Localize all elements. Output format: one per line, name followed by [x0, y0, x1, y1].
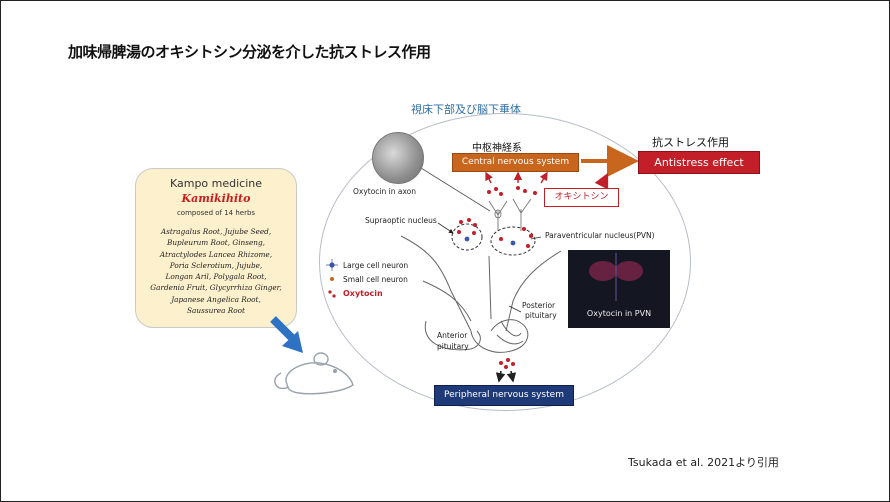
herb-line: Gardenia Fruit, Glycyrrhiza Ginger,	[150, 283, 282, 293]
antistress-tag: Antistress effect	[638, 151, 760, 174]
slide-title: 加味帰脾湯のオキシトシン分泌を介した抗ストレス作用	[68, 43, 431, 61]
label-posterior-2: pituitary	[525, 311, 557, 320]
citation: Tsukada et al. 2021より引用	[628, 456, 779, 469]
legend-oxytocin: Oxytocin	[343, 289, 383, 298]
oxytocin-dots-nuclei	[457, 218, 533, 248]
label-anterior-1: Anterior	[437, 331, 468, 340]
label-axon: Oxytocin in axon	[353, 187, 417, 196]
label-pvn: Paraventricular nucleus(PVN)	[545, 231, 655, 240]
legend-oxytocin-icon	[328, 290, 336, 298]
herb-line: Astragalus Root, Jujube Seed,	[160, 227, 272, 236]
brain-sketch	[400, 235, 562, 353]
label-supraoptic: Supraoptic nucleus	[365, 216, 437, 225]
neuron-cells	[464, 236, 516, 246]
kampo-heading: Kampo medicine	[169, 177, 263, 190]
herb-line: Longan Aril, Polygala Root,	[165, 272, 267, 282]
herb-line: Bupleurum Root, Ginseng,	[167, 238, 265, 248]
kampo-box: Kampo medicine Kamikihito composed of 14…	[135, 168, 297, 328]
neuron-branches	[488, 198, 532, 231]
label-posterior-1: Posterior	[522, 301, 556, 310]
cns-jp-label: 中枢神経系	[472, 143, 522, 154]
legend-small-cell: Small cell neuron	[343, 275, 408, 284]
herb-line: Saussurea Root	[187, 306, 245, 316]
oxytocin-dots-peripheral	[499, 358, 515, 369]
peripheral-tag: Peripheral nervous system	[434, 385, 574, 406]
pvn-photo-label: Oxytocin in PVN	[586, 309, 652, 318]
herb-line: Atractylodes Lancea Rhizome,	[159, 249, 273, 259]
legend-large-cell-icon	[326, 259, 338, 271]
legend-large-cell: Large cell neuron	[343, 261, 409, 270]
pvn-photo-glow	[568, 250, 670, 328]
legend-small-cell-icon	[330, 277, 334, 281]
herb-list: Astragalus Root, Jujube Seed, Bupleurum …	[140, 226, 292, 316]
cns-tag: Central nervous system	[452, 153, 579, 172]
herb-line: Japanese Angelica Root,	[171, 294, 261, 304]
axon-micrograph	[372, 132, 424, 184]
oxytocin-jp-tag: オキシトシン	[544, 188, 619, 207]
brain-region-ellipse	[319, 113, 691, 411]
region-label: 視床下部及び脳下垂体	[411, 103, 521, 116]
oxytocin-dots-cns	[487, 186, 537, 196]
herb-line: Poria Sclerotium, Jujube,	[169, 260, 263, 270]
kampo-subtitle: composed of 14 herbs	[176, 209, 256, 217]
antistress-jp-label: 抗ストレス作用	[652, 136, 729, 149]
label-anterior-2: pituitary	[437, 342, 469, 351]
mouse-icon	[274, 352, 354, 395]
kampo-name: Kamikihito	[181, 192, 251, 205]
blue-arrow-icon	[270, 316, 303, 353]
